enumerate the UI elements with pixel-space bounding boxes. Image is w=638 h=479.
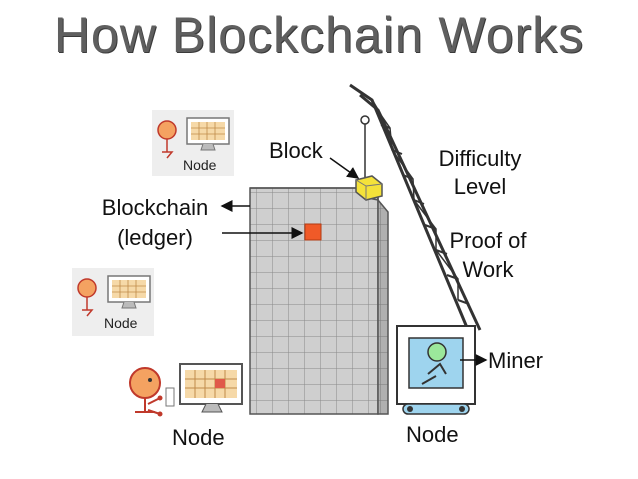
block-label: Block: [269, 138, 323, 163]
ledger-block-icon: [304, 223, 322, 241]
node-top-label: Node: [179, 157, 221, 174]
difficulty-label-2: Level: [453, 174, 507, 199]
block-icon: [355, 175, 383, 201]
node-bottom-right-label: Node: [406, 422, 459, 447]
miner-label: Miner: [488, 348, 544, 373]
crane-icon: [349, 83, 482, 331]
node-bottom-left-label: Node: [172, 425, 225, 450]
ledger-label: (ledger): [117, 225, 193, 250]
proof-label-2: Work: [462, 257, 514, 282]
building-icon: [249, 187, 389, 415]
arrow-icon: [220, 157, 488, 366]
blockchain-label: Blockchain: [101, 195, 209, 220]
proof-label-1: Proof of: [449, 228, 527, 253]
node-bottom-left-icon: [129, 363, 243, 417]
person-icon: [157, 120, 177, 140]
node-mid-label: Node: [100, 315, 142, 332]
miner-cab-icon: [396, 325, 476, 415]
difficulty-label-1: Difficulty: [438, 146, 522, 171]
page-title: How Blockchain Works: [53, 7, 585, 63]
